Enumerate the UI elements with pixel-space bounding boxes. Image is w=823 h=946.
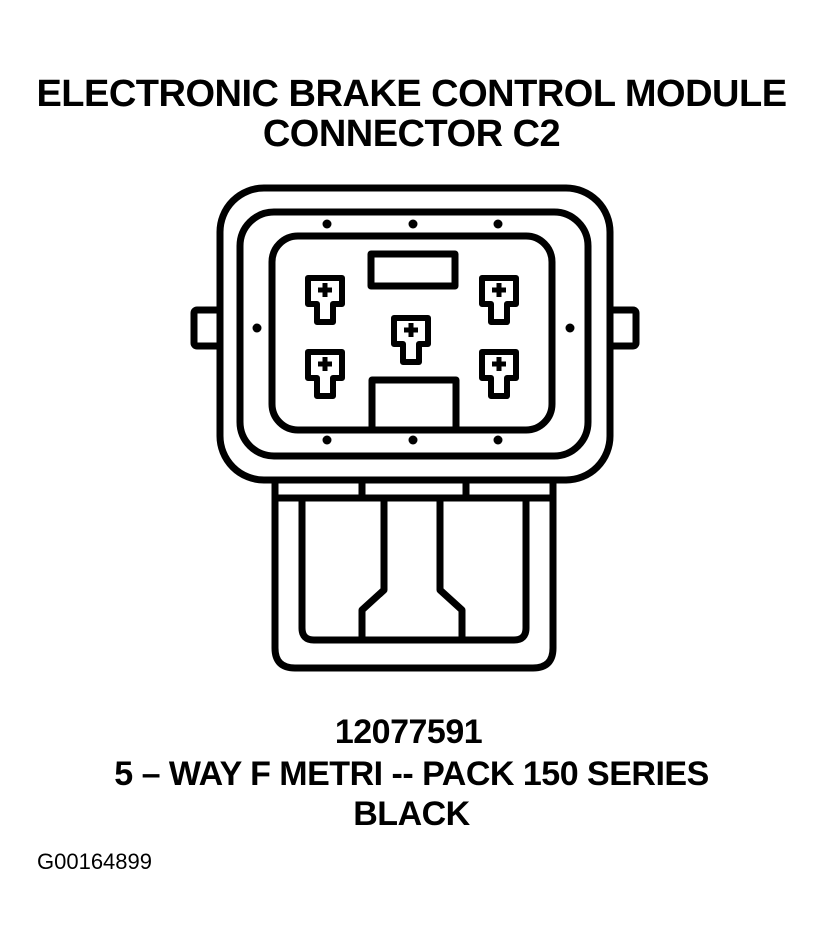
lower-housing-outer (271, 462, 557, 672)
bottom-key-slot (368, 376, 460, 430)
top-key-slot (367, 250, 459, 290)
connector-color: BLACK (353, 795, 470, 833)
connector-rim (236, 208, 592, 460)
diagram-title-line-1: ELECTRONIC BRAKE CONTROL MODULE (36, 73, 787, 115)
lower-housing-inner (298, 498, 530, 644)
diagram-title-line-2: CONNECTOR C2 (262, 113, 561, 155)
connector-face (268, 232, 556, 434)
rim-dots (252, 219, 575, 445)
center-post (358, 478, 470, 640)
figure-id: G00164899 (37, 849, 152, 874)
connector-description: 5 – WAY F METRI -- PACK 150 SERIES (114, 755, 709, 793)
part-number: 12077591 (334, 713, 483, 751)
